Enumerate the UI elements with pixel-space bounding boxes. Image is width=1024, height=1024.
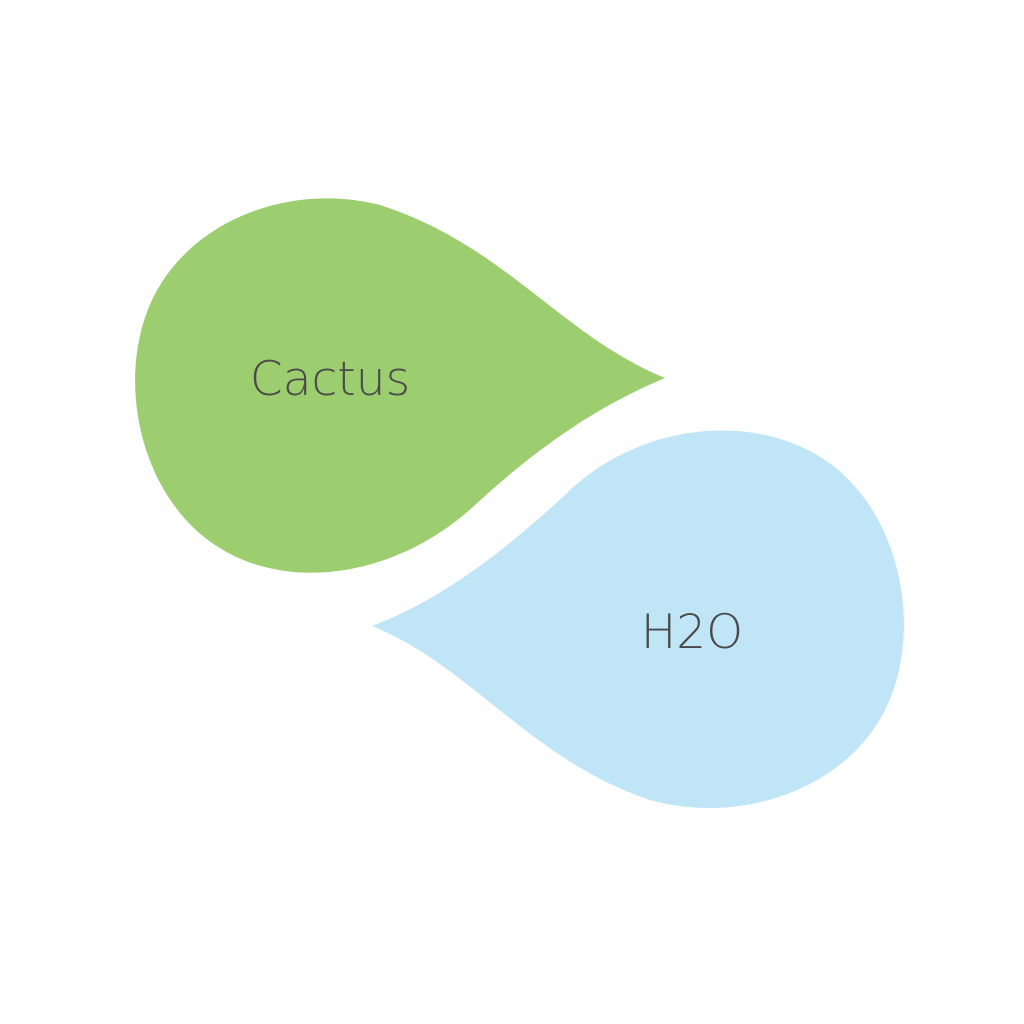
cactus-drop-shape (135, 198, 665, 573)
cactus-label: Cactus (250, 352, 410, 407)
h2o-label: H2O (641, 605, 743, 660)
h2o-drop-shape (372, 430, 904, 808)
